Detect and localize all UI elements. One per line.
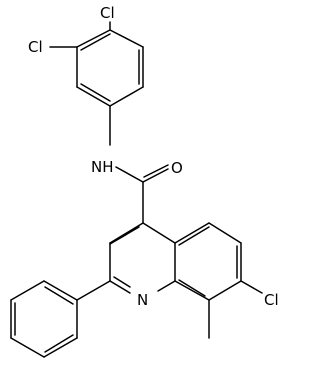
bond [109,226,140,245]
molecule-canvas: Cl Cl NH O N Cl [10,4,279,358]
bond [109,86,144,107]
quinoline-benzo-ring [174,222,242,301]
bond [80,83,111,102]
bond [143,164,169,178]
bond [178,226,210,246]
bond [113,276,131,288]
bond [10,337,45,358]
bond [43,337,78,358]
bond-cl-right [240,280,263,294]
n-ring-label: N [137,291,148,309]
bond [80,33,111,51]
bond [109,280,131,294]
cl-top-label: Cl [100,4,115,22]
bond [76,29,111,48]
bond [142,222,176,244]
bond [10,280,45,301]
o-label: O [171,159,183,177]
bond [178,279,206,297]
bond [76,280,111,301]
bond [43,280,78,301]
bond [44,334,74,353]
bond [208,280,242,301]
quinoline-pyridine-ring [109,222,176,294]
bond [142,168,169,183]
molecule-structure: Cl Cl NH O N Cl [10,4,279,358]
bond [174,222,210,244]
bond [115,166,144,183]
phenyl-ring [10,280,78,358]
cl-upper-left-label: Cl [28,38,43,56]
bond [208,222,242,244]
cl-right-label: Cl [264,291,279,309]
bond [174,280,210,301]
bond [109,29,144,48]
dichlorophenyl-ring [76,29,144,107]
bond [157,280,176,292]
bond [109,222,144,244]
bond [44,286,74,305]
nh-label: NH [91,158,114,176]
bond [76,86,111,107]
